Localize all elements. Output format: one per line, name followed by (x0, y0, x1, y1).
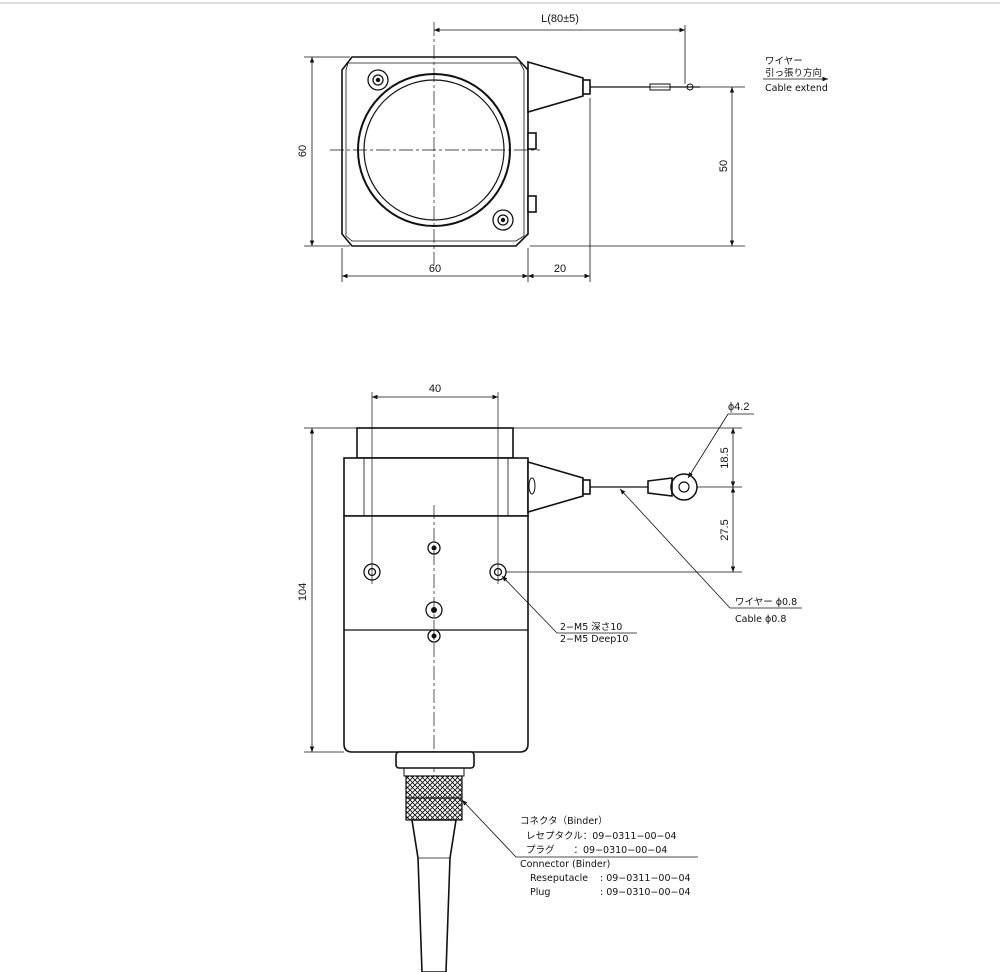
connector-en-title: Connector (Binder) (520, 859, 610, 870)
dim-ring-offset: 18.5 (719, 447, 731, 468)
dim-cable-offset-height: 50 (718, 160, 730, 172)
top-bolt-lower-right (492, 209, 514, 231)
connector-en-plug-label: Plug (530, 887, 550, 898)
front-small-hole-1 (427, 541, 441, 555)
top-view: L(80±5) 60 50 60 20 ワイヤー 引っ張り方向 Cable ex… (297, 13, 828, 282)
front-view: 40 104 18.5 27.5 ϕ4.2 ワイヤー ϕ0.8 Cable ϕ0… (297, 383, 802, 972)
front-top-cap (356, 427, 514, 459)
front-screw-hole-left (363, 392, 381, 584)
dim-cable-length: L(80±5) (541, 13, 579, 25)
dim-hole-offset: 27.5 (719, 519, 731, 540)
front-main-body (343, 515, 529, 753)
connector-jp-plug: プラグ ：09−0310−00−04 (526, 844, 667, 856)
dim-height: 60 (297, 145, 309, 157)
dim-ring-diameter: ϕ4.2 (728, 401, 749, 413)
connector-flange (395, 751, 475, 769)
front-small-hole-3 (427, 629, 441, 643)
front-ring-terminal (647, 473, 698, 501)
connector-jp-title: コネクタ（Binder） (520, 815, 608, 827)
front-cable-nose (527, 460, 584, 514)
connector-en-receptacle-label: Reseputacle (530, 873, 588, 884)
connector-jp-receptacle: レセプタクル：09−0311−00−04 (526, 831, 677, 842)
note-cable-jp: ワイヤー ϕ0.8 (735, 597, 797, 608)
dim-hole-spacing: 40 (429, 383, 441, 395)
note-cable-en: Cable ϕ0.8 (735, 614, 786, 625)
note-cable-dir-en: Cable extend (765, 83, 828, 94)
dim-total-height: 104 (297, 583, 309, 601)
front-small-hole-2 (425, 601, 443, 619)
front-upper-block (343, 457, 529, 517)
dim-nose-length: 20 (554, 263, 566, 275)
top-cable-nose (527, 60, 584, 114)
note-screw-jp: 2−M5 深さ10 (560, 622, 622, 633)
connector-en-receptacle-value: : 09−0311−00−04 (600, 873, 691, 884)
note-screw-en: 2−M5 Deep10 (560, 634, 628, 645)
note-cable-dir-jp-2: 引っ張り方向 (765, 67, 822, 79)
connector-en-plug-value: : 09−0310−00−04 (600, 887, 691, 898)
top-housing (341, 56, 529, 247)
dim-width: 60 (429, 263, 441, 275)
connector-cable (411, 819, 457, 972)
note-cable-dir-jp-1: ワイヤー (765, 56, 803, 67)
top-bolt-upper-left (367, 69, 389, 91)
